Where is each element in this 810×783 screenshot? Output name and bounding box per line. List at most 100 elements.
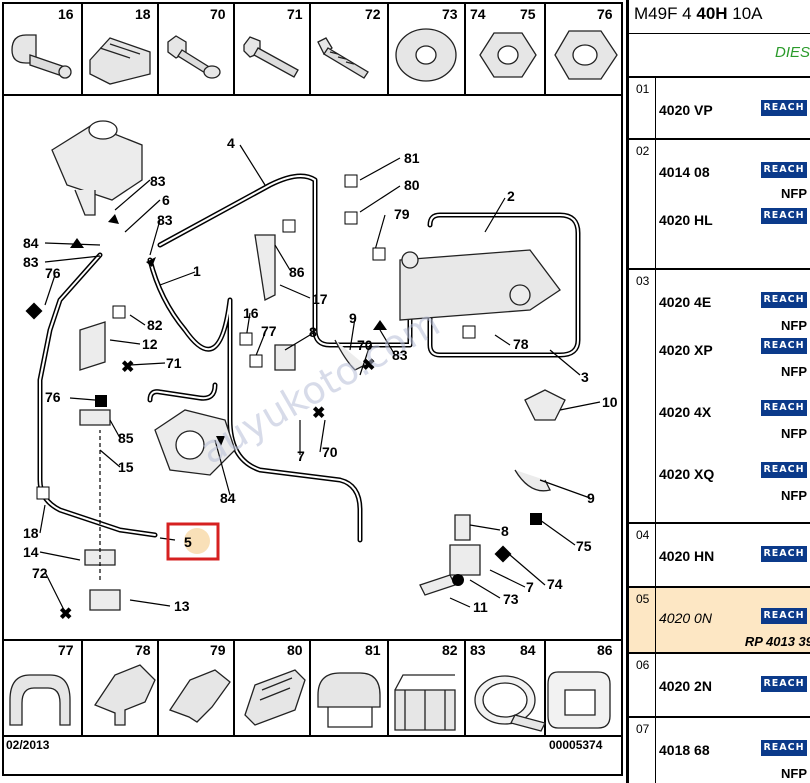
thumb-label: 82: [442, 642, 458, 658]
top-thumbnail-strip: [2, 2, 623, 96]
callout: 6: [162, 192, 170, 208]
nfp-flag: NFP: [781, 766, 807, 781]
ref-group-selected[interactable]: 05 4020 0N REACH RP 4013 39: [629, 586, 810, 652]
callout: 10: [602, 394, 618, 410]
callout: 84: [220, 490, 236, 506]
ref-group[interactable]: 02 4014 08 REACH NFP 4020 HL REACH: [629, 138, 810, 268]
thumb-label: 71: [287, 6, 303, 22]
callout: 70: [357, 337, 373, 353]
part-code[interactable]: 4020 HN: [659, 548, 715, 564]
svg-text:✖: ✖: [121, 359, 134, 376]
callout: 76: [45, 265, 61, 281]
callout: 81: [404, 150, 420, 166]
part-code[interactable]: 4014 08: [659, 164, 710, 180]
callout: 70: [322, 444, 338, 460]
reach-badge: REACH: [761, 676, 807, 692]
callout: 7: [526, 579, 534, 595]
callout: 8: [501, 523, 509, 539]
group-index: 07: [636, 722, 650, 736]
reach-badge: REACH: [761, 462, 807, 478]
callout: 78: [513, 336, 529, 352]
callout: 76: [45, 389, 61, 405]
part-code[interactable]: 4020 4X: [659, 404, 712, 420]
callout: 3: [581, 369, 589, 385]
callout: 83: [392, 347, 408, 363]
thumb-label: 74: [470, 6, 486, 22]
callout: 14: [23, 544, 39, 560]
thumb-label: 79: [210, 642, 226, 658]
callout: 7: [297, 448, 305, 464]
replacement-code: RP 4013 39: [744, 634, 810, 649]
nfp-flag: NFP: [781, 426, 807, 441]
svg-text:✖: ✖: [312, 405, 325, 422]
ref-group[interactable]: 04 4020 HN REACH: [629, 522, 810, 586]
group-index: 05: [636, 592, 650, 606]
callout: 74: [547, 576, 563, 592]
callout: 83: [157, 212, 173, 228]
callout: 84: [23, 235, 39, 251]
thumb-label: 75: [520, 6, 536, 22]
thumb-label: 78: [135, 642, 151, 658]
panel-title: M49F 4 40H 10A: [634, 4, 763, 23]
callout: 75: [576, 538, 592, 554]
callout: 83: [23, 254, 39, 270]
nfp-flag: NFP: [781, 364, 807, 379]
callout: 15: [118, 459, 134, 475]
group-index: 02: [636, 144, 650, 158]
callout: 9: [349, 310, 357, 326]
callout: 79: [394, 206, 410, 222]
panel-subtitle: DIES: [774, 44, 810, 61]
thumb-label: 86: [597, 642, 613, 658]
component-drawings: [51, 120, 566, 611]
callout: 4: [227, 135, 235, 151]
callout: 72: [32, 565, 48, 581]
callout: 16: [243, 305, 259, 321]
callout: 77: [261, 323, 277, 339]
thumb-label: 77: [58, 642, 74, 658]
thumb-label: 80: [287, 642, 303, 658]
callout: 9: [587, 490, 595, 506]
part-code[interactable]: 4020 2N: [659, 678, 712, 694]
bottom-thumbnail-strip: [2, 639, 623, 737]
part-code[interactable]: 4020 0N: [659, 610, 712, 626]
callout: 85: [118, 430, 134, 446]
thumb-label: 18: [135, 6, 151, 22]
group-index: 01: [636, 82, 650, 96]
part-code[interactable]: 4020 XQ: [659, 466, 715, 482]
part-code[interactable]: 4020 XP: [659, 342, 713, 358]
parts-diagram: ✖ ✖ ✖ ✖ auyukoto.com 16 18 70 71 72 73 7…: [2, 2, 623, 776]
group-index: 04: [636, 528, 650, 542]
callout: 12: [142, 336, 158, 352]
callout: 17: [312, 291, 328, 307]
reach-badge: REACH: [761, 546, 807, 562]
thumb-label: 84: [520, 642, 536, 658]
callout: 13: [174, 598, 190, 614]
thumb-label: 70: [210, 6, 226, 22]
bottom-thumbnail-parts: [9, 664, 611, 732]
thumb-label: 76: [597, 6, 613, 22]
reach-badge: REACH: [761, 400, 807, 416]
leader-lines: [39, 144, 601, 613]
part-code[interactable]: 4020 HL: [659, 212, 713, 228]
ref-group[interactable]: 07 4018 68 REACH NFP: [629, 716, 810, 783]
group-index: 06: [636, 658, 650, 672]
ref-group[interactable]: 03 4020 4E REACH NFP 4020 XP REACH NFP 4…: [629, 268, 810, 522]
part-code[interactable]: 4020 VP: [659, 102, 713, 118]
symbol-markers: ✖ ✖ ✖ ✖: [25, 174, 542, 623]
reach-badge: REACH: [761, 100, 807, 116]
callout: 5: [184, 534, 192, 550]
thumb-label: 73: [442, 6, 458, 22]
part-code[interactable]: 4018 68: [659, 742, 710, 758]
ref-group[interactable]: 01 4020 VP REACH: [629, 76, 810, 138]
ref-group[interactable]: 06 4020 2N REACH: [629, 652, 810, 716]
callout: 80: [404, 177, 420, 193]
pipe-lines: [37, 173, 581, 543]
reach-badge: REACH: [761, 162, 807, 178]
callout: 73: [503, 591, 519, 607]
callout: 18: [23, 525, 39, 541]
footer-code: 00005374: [549, 738, 603, 752]
part-code[interactable]: 4020 4E: [659, 294, 712, 310]
reach-badge: REACH: [761, 292, 807, 308]
callout: 71: [166, 355, 182, 371]
nfp-flag: NFP: [781, 488, 807, 503]
